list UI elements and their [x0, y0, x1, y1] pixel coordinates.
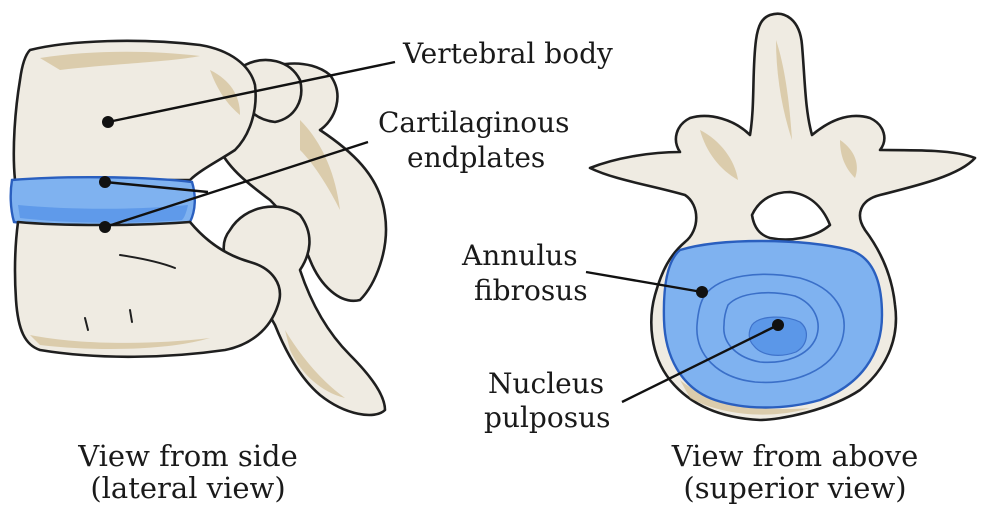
- pointer-dot: [99, 176, 111, 188]
- label-annulus-line1: Annulus: [461, 239, 578, 272]
- label-annulus-line2: fibrosus: [474, 274, 588, 307]
- caption-above-line1: View from above: [671, 439, 919, 473]
- pointer-dot: [99, 221, 111, 233]
- superior-view: [586, 14, 975, 420]
- label-nucleus-line2: pulposus: [484, 401, 610, 434]
- caption-above-line2: (superior view): [683, 471, 906, 505]
- label-endplates-line2: endplates: [407, 141, 545, 174]
- lateral-view: [11, 41, 395, 415]
- caption-side-line1: View from side: [77, 439, 298, 473]
- label-endplates-line1: Cartilaginous: [378, 106, 570, 139]
- caption-side-line2: (lateral view): [90, 471, 285, 505]
- label-nucleus-line1: Nucleus: [488, 367, 604, 400]
- pointer-dot: [696, 286, 708, 298]
- pointer-dot: [102, 116, 114, 128]
- label-vertebral-body: Vertebral body: [402, 37, 613, 70]
- pointer-dot: [772, 319, 784, 331]
